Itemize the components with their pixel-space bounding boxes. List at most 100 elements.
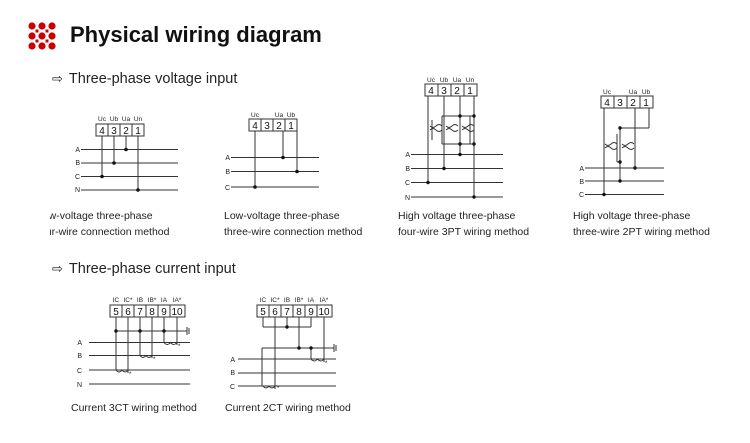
caption-lv-three-wire: Low-voltage three-phase three-wire conne… [224,208,362,240]
terminal-number: 9 [161,307,167,318]
terminal-number: 3 [111,126,117,137]
caption-lv-four-wire: Low-voltage three-phase four-wire connec… [50,208,200,240]
terminal-label: Uc [427,77,436,84]
line-label: B [225,169,230,176]
caption-current-3ct: Current 3CT wiring method [71,402,197,414]
terminal-label: Ua [122,116,131,123]
terminal-block [424,83,478,97]
line-label: A [579,166,584,173]
caption-line: three-wire connection method [224,226,363,238]
terminal-label: IA [308,297,315,304]
terminal-number: 10 [318,307,330,318]
terminal-label: Uc [251,112,260,119]
diagram-current-3ct: IC IC* IB IB* IA IA* 5 6 7 8 9 10 A B C … [77,297,190,389]
svg-text:*: * [277,386,280,392]
diagram-lv-three-wire: Uc Ua Ub 4 3 2 1 A B C [225,112,319,192]
terminal-label: Ua [629,89,638,96]
terminal-block [248,118,298,132]
terminal-label: Ub [642,89,651,96]
terminal-number: 2 [123,126,129,137]
page-title: Physical wiring diagram [70,22,322,47]
ct-coils [262,358,325,389]
terminal-number: 8 [149,307,155,318]
terminal-label: IB [284,297,290,304]
terminal-label: Uc [98,116,107,123]
diagram-hv-2pt: Uc Ua Ub 4 3 2 1 A B C [579,89,664,199]
terminal-number: 6 [125,307,131,318]
caption-hv-2pt: High voltage three-phase three-wire 2PT … [573,208,710,240]
terminal-number: 4 [428,86,434,97]
terminal-label: Ua [453,77,462,84]
line-label: A [75,147,80,154]
svg-text:*: * [325,361,328,367]
terminal-label: Ua [275,112,284,119]
terminal-label: IA [161,297,168,304]
terminal-block [256,304,333,318]
terminal-label: Un [466,77,475,84]
pt-transformer-coils [604,142,635,150]
caption-line: High voltage three-phase [573,210,691,222]
line-label: A [225,155,230,162]
section-voltage-label: Three-phase voltage input [68,71,238,87]
section-current-input: ⇨ Three-phase current input [52,261,236,277]
terminal-label: Ub [440,77,449,84]
arrow-right-icon: ⇨ [52,71,63,86]
line-label: B [75,160,80,167]
terminal-number: 3 [617,98,623,109]
diagram-lv-four-wire: Uc Ub Ua Un 4 3 2 1 A B C N [75,116,178,194]
terminal-label: IC* [123,297,133,304]
line-label: A [230,357,235,364]
line-label: B [230,370,235,377]
line-label: C [225,185,230,192]
terminal-number: 5 [113,307,119,318]
red-diamond-grid-icon [28,22,56,50]
caption-line: High voltage three-phase [398,210,516,222]
terminal-label: IB [137,297,143,304]
terminal-block [95,123,145,137]
line-label: B [77,353,82,360]
terminal-block [109,304,186,318]
terminal-label: Ub [110,116,119,123]
section-current-label: Three-phase current input [68,261,236,277]
terminal-number: 4 [99,126,105,137]
terminal-number: 4 [252,121,258,132]
terminal-label: IA* [173,297,182,304]
svg-text:*: * [178,344,181,350]
line-label: B [405,166,410,173]
terminal-label: IC [260,297,267,304]
terminal-number: 9 [308,307,314,318]
terminal-number: 3 [264,121,270,132]
svg-text:*: * [153,357,156,363]
caption-line: Low-voltage three-phase [224,210,340,222]
terminal-label: IB* [295,297,304,304]
terminal-label: Un [134,116,143,123]
terminal-label: IA* [320,297,329,304]
line-label: A [77,340,82,347]
terminal-label: IB* [148,297,157,304]
line-label: C [230,384,235,391]
diagram-current-2ct: IC IC* IB IB* IA IA* 5 6 7 8 9 10 A B C [230,297,337,392]
terminal-number: 4 [604,98,610,109]
terminal-number: 6 [272,307,278,318]
terminal-number: 8 [296,307,302,318]
terminal-number: 10 [171,307,183,318]
terminal-label: Ub [287,112,296,119]
terminal-number: 7 [284,307,290,318]
terminal-number: 2 [630,98,636,109]
ct-coils [115,341,178,373]
line-label: N [405,195,410,202]
terminal-number: 3 [441,86,447,97]
terminal-number: 5 [260,307,266,318]
line-label: B [579,179,584,186]
diagram-hv-3pt: Uc Ub Ua Un 4 3 2 1 A B C N [405,77,503,202]
caption-line: three-wire 2PT wiring method [573,226,710,238]
caption-hv-3pt: High voltage three-phase four-wire 3PT w… [398,208,529,240]
caption-line: four-wire 3PT wiring method [398,226,530,238]
arrow-right-icon: ⇨ [52,261,63,276]
terminal-number: 1 [467,86,473,97]
terminal-number: 1 [288,121,294,132]
line-label: C [405,180,410,187]
caption-current-2ct: Current 2CT wiring method [225,402,351,414]
terminal-block [600,95,654,109]
line-label: C [75,174,80,181]
